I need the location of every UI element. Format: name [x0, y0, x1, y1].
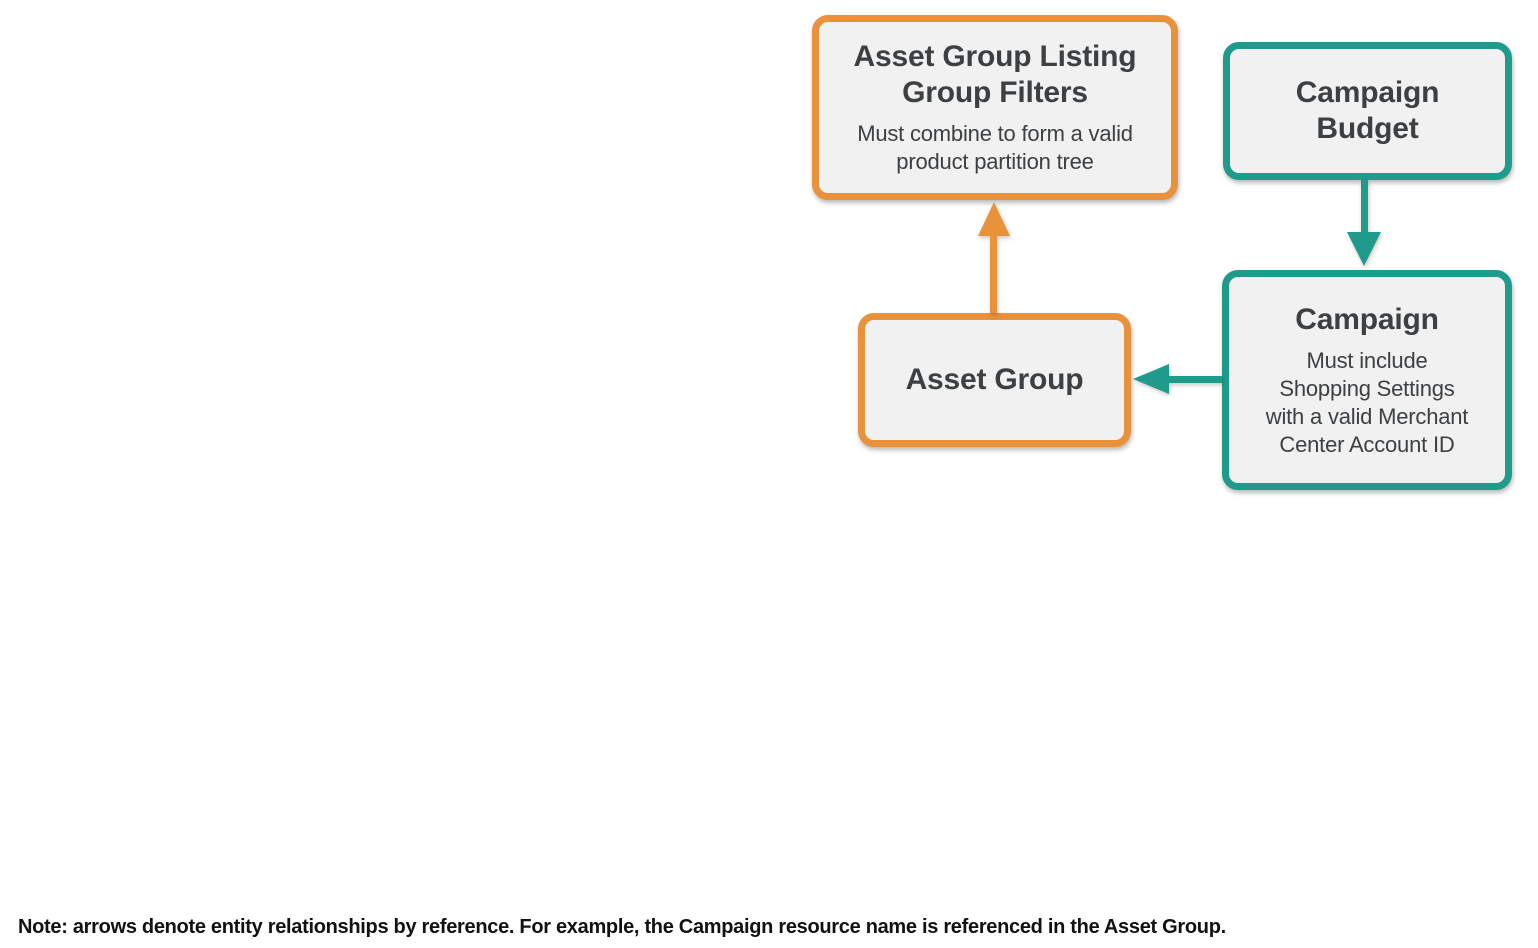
node-asset-group-listing-group-filters: Asset Group Listing Group Filters Must c…: [812, 15, 1178, 200]
note-text: Note: arrows denote entity relationships…: [18, 916, 1226, 938]
arrow-shaft: [1361, 180, 1368, 236]
node-title: Asset Group: [905, 363, 1084, 396]
node-subtitle: Must include Shopping Settings with a va…: [1265, 347, 1469, 457]
node-asset-group: Asset Group: [858, 313, 1131, 447]
node-title: Campaign Budget: [1295, 76, 1440, 145]
node-title: Campaign: [1295, 302, 1439, 336]
arrow-head-left-icon: [1133, 364, 1169, 394]
node-subtitle: Must combine to form a valid product par…: [857, 121, 1133, 174]
arrow-shaft: [1165, 376, 1222, 383]
node-campaign-budget: Campaign Budget: [1223, 42, 1512, 180]
arrow-head-down-icon: [1347, 232, 1381, 266]
node-campaign: Campaign Must include Shopping Settings …: [1222, 270, 1512, 490]
node-title: Asset Group Listing Group Filters: [853, 40, 1137, 109]
arrow-shaft: [990, 230, 997, 313]
arrow-head-up-icon: [978, 202, 1010, 236]
